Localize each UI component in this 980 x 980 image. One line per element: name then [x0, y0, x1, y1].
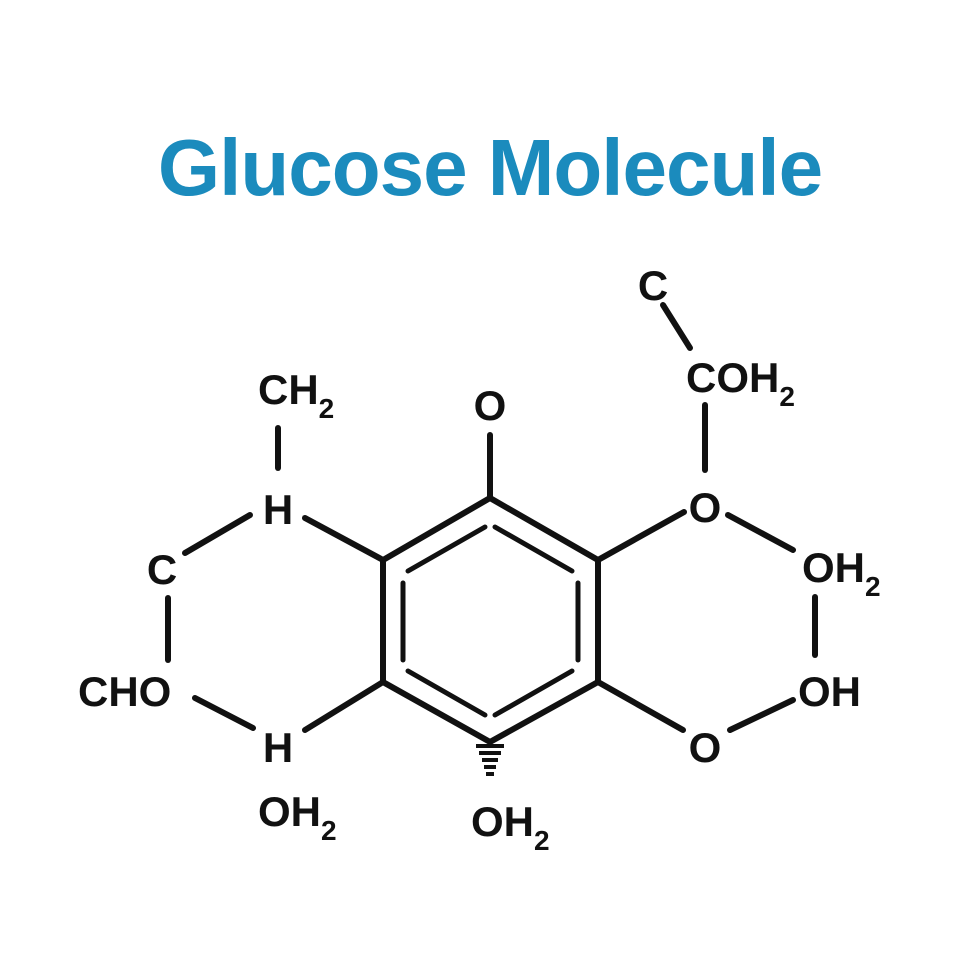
bond-oh-to-o-lower [727, 697, 796, 733]
ring-inner-bond-lower-left [405, 668, 488, 718]
bond-ring-to-o-right [595, 509, 687, 563]
bond-h-to-ring [302, 515, 386, 563]
hashed-wedge-bond [476, 744, 504, 776]
ring-inner-bond-upper-right [492, 524, 575, 574]
atom-label-oh2-bottom-center: OH2 [471, 798, 550, 856]
atom-label-o-lower-right: O [689, 724, 722, 771]
bond-ring-to-o-lower-right [595, 679, 686, 733]
atom-label-h-lower: H [263, 724, 293, 771]
atom-label-c-left: C [147, 546, 177, 593]
atom-label-o-ring-top: O [474, 382, 507, 429]
atom-label-ch2: CH2 [258, 366, 334, 424]
ring-outer-bonds [380, 494, 601, 746]
atom-label-cho: CHO [78, 668, 171, 715]
bonds [165, 302, 818, 733]
ring-inner-bond-lower-right [492, 668, 575, 718]
atom-label-oh2-bottom-left: OH2 [258, 788, 337, 846]
bond-o-to-oh2 [725, 512, 796, 553]
atom-label-oh-right: OH [798, 668, 861, 715]
bond-h-to-ring-lower [302, 679, 386, 733]
ring [380, 494, 601, 746]
diagram-title: Glucose Molecule [158, 123, 822, 212]
atom-label-c-top: C [638, 262, 668, 309]
atom-label-h-upper: H [263, 486, 293, 533]
bond-cho-to-h [192, 695, 256, 731]
atom-label-oh2-right: OH2 [802, 544, 881, 602]
bond-c-to-coh2 [660, 302, 693, 351]
atom-label-o-right: O [689, 484, 722, 531]
ring-inner-bond-upper-left [405, 524, 488, 574]
atom-labels: C COH2 CH2 O H O C OH2 CHO OH H O OH2 OH… [78, 262, 881, 856]
bond-h-to-c [182, 512, 253, 556]
atom-label-coh2: COH2 [686, 354, 795, 412]
